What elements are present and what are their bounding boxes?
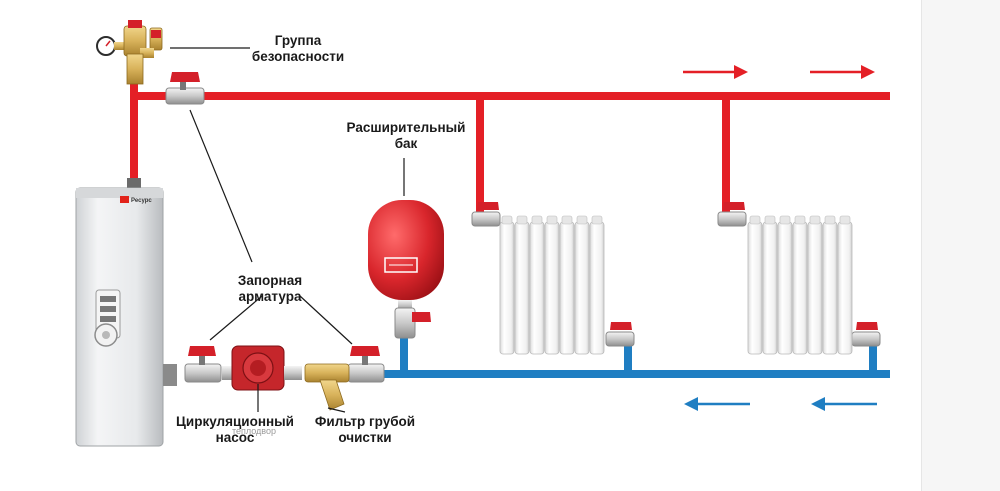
- ball-valve: [605, 322, 635, 347]
- watermark: теплодвор: [232, 426, 277, 436]
- label-line: Фильтр грубой: [314, 414, 416, 429]
- supply-drop-radiator-1: [476, 92, 484, 212]
- boiler-riser-pipe: [130, 80, 138, 185]
- radiator-section: [514, 221, 530, 355]
- radiator-section: [574, 221, 590, 355]
- ball-valve: [184, 346, 222, 383]
- arrow-left-icon: [811, 397, 877, 411]
- ball-valve: [471, 202, 501, 227]
- label-expansion-tank: Расширительный бак: [336, 120, 476, 152]
- ball-valve: [717, 202, 747, 227]
- radiator-section: [762, 221, 778, 355]
- return-pipes: [382, 335, 890, 378]
- ball-valve: [165, 72, 205, 105]
- tank-valve-handle: [412, 312, 431, 322]
- ball-valve: [347, 346, 385, 383]
- expansion-tank: [368, 200, 444, 339]
- label-line: очистки: [338, 430, 392, 445]
- label-coarse-filter: Фильтр грубой очистки: [303, 414, 427, 446]
- circulation-pump: [222, 345, 302, 391]
- return-rise-radiator-2: [869, 345, 877, 375]
- boiler-switch: [100, 306, 116, 312]
- radiator-section: [837, 221, 853, 355]
- radiator-section: [529, 221, 545, 355]
- boiler-switch: [100, 296, 116, 302]
- radiator-section: [792, 221, 808, 355]
- radiator-section: [807, 221, 823, 355]
- radiator-section: [777, 221, 793, 355]
- radiator-section: [499, 221, 515, 355]
- safety-group: [96, 20, 163, 85]
- radiator-section: [559, 221, 575, 355]
- label-line: бак: [394, 136, 418, 151]
- boiler-top-fitting: [127, 178, 141, 190]
- safety-valve-cap: [151, 30, 161, 38]
- supply-drop-radiator-2: [722, 92, 730, 212]
- arrow-left-icon: [684, 397, 750, 411]
- ball-valve: [851, 322, 881, 347]
- label-circulation-pump: Циркуляционный насос: [165, 414, 305, 446]
- label-line: Запорная: [237, 273, 303, 288]
- page-side-strip: [921, 0, 1000, 491]
- label-line: Циркуляционный: [176, 414, 294, 429]
- leader-lines: [170, 47, 405, 413]
- radiator: [747, 215, 853, 355]
- label-shutoff-valves: Запорная арматура: [215, 273, 325, 305]
- label-safety-group: Группа безопасности: [238, 33, 358, 65]
- electric-boiler: Ресурс: [75, 178, 177, 447]
- boiler-brand-logo: [120, 196, 129, 203]
- air-vent-cap: [128, 20, 142, 28]
- tank-return-pipe: [400, 335, 408, 375]
- radiator-section: [589, 221, 605, 355]
- boiler-outlet-fitting: [163, 364, 177, 386]
- boiler-switch: [100, 316, 116, 322]
- label-line: арматура: [238, 289, 302, 304]
- arrow-right-icon: [810, 65, 875, 79]
- radiator-section: [822, 221, 838, 355]
- coarse-filter: [304, 363, 350, 411]
- radiator-section: [747, 221, 763, 355]
- label-line: Группа: [274, 33, 322, 48]
- supply-main-pipe: [130, 92, 890, 100]
- boiler-brand: Ресурс: [131, 198, 152, 204]
- arrow-right-icon: [683, 65, 748, 79]
- tank-label-plate: [384, 257, 418, 273]
- radiator: [499, 215, 605, 355]
- label-line: насос: [215, 430, 255, 445]
- label-line: Расширительный: [346, 120, 466, 135]
- label-line: безопасности: [251, 49, 345, 64]
- radiator-section: [544, 221, 560, 355]
- supply-pipes: [130, 80, 890, 212]
- return-main-pipe: [382, 370, 890, 378]
- return-rise-radiator-1: [624, 345, 632, 375]
